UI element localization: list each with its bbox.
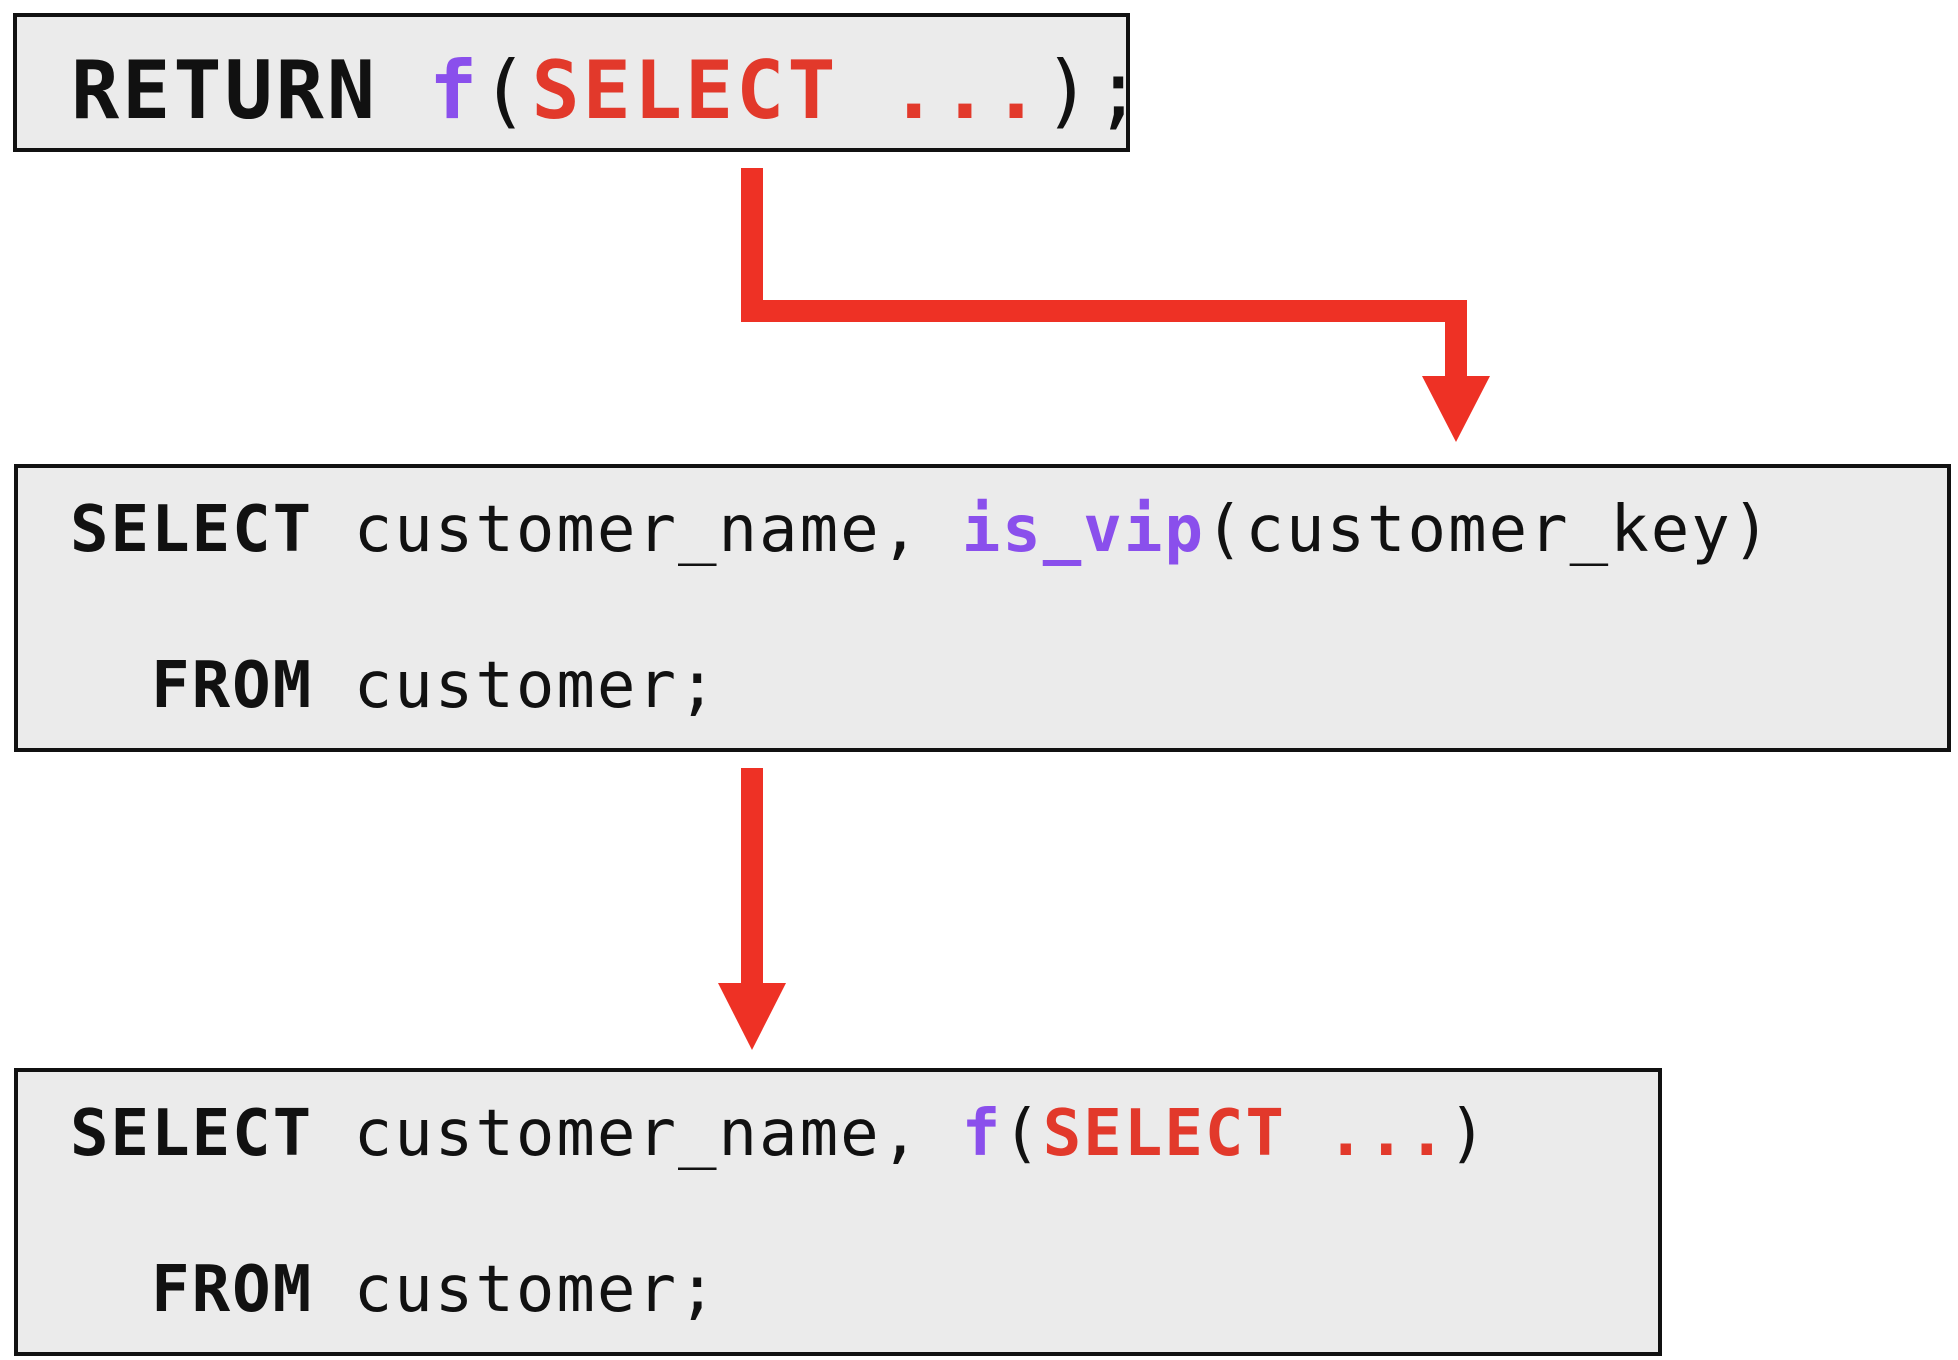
select-keyword: SELECT (70, 493, 314, 567)
inlined-query-box: SELECT customer_name, f(SELECT ...) FROM… (14, 1068, 1662, 1356)
arrow-box2-to-box3 (718, 768, 786, 1050)
arrow-shaft-elbow (741, 168, 1467, 378)
subquery-select-keyword: SELECT (531, 44, 839, 137)
column-list: customer_name, (353, 1097, 922, 1171)
subquery-ellipsis: ... (1285, 1097, 1449, 1171)
subquery-select-keyword: SELECT (1042, 1097, 1286, 1171)
function-name-f: f (429, 44, 481, 137)
select-line: SELECT customer_name, is_vip(customer_ke… (70, 498, 1772, 562)
table-name: customer; (353, 1253, 719, 1327)
function-args: (customer_key) (1204, 493, 1773, 567)
table-name: customer; (353, 649, 719, 723)
function-name-is-vip: is_vip (961, 493, 1205, 567)
function-name-f: f (961, 1097, 1003, 1171)
return-keyword: RETURN (71, 44, 378, 137)
subquery-ellipsis: ... (838, 44, 1044, 137)
select-keyword: SELECT (70, 1097, 314, 1171)
arrow-head-down-right (1422, 376, 1490, 442)
from-keyword: FROM (151, 649, 314, 723)
arrow-head-down (718, 983, 786, 1050)
open-paren: ( (480, 44, 532, 137)
open-paren: ( (1002, 1097, 1043, 1171)
original-query-box: SELECT customer_name, is_vip(customer_ke… (14, 464, 1951, 752)
close-paren-semicolon: ); (1043, 44, 1146, 137)
column-list: customer_name, (353, 493, 922, 567)
from-line: FROM customer; (70, 654, 719, 718)
function-body-box: RETURN f(SELECT ...); (13, 13, 1142, 152)
return-statement: RETURN f(SELECT ...); (71, 51, 1145, 131)
arrow-box1-to-box2 (741, 168, 1490, 442)
select-line: SELECT customer_name, f(SELECT ...) (70, 1102, 1489, 1166)
from-line: FROM customer; (70, 1258, 719, 1322)
close-paren: ) (1448, 1097, 1489, 1171)
from-keyword: FROM (151, 1253, 314, 1327)
